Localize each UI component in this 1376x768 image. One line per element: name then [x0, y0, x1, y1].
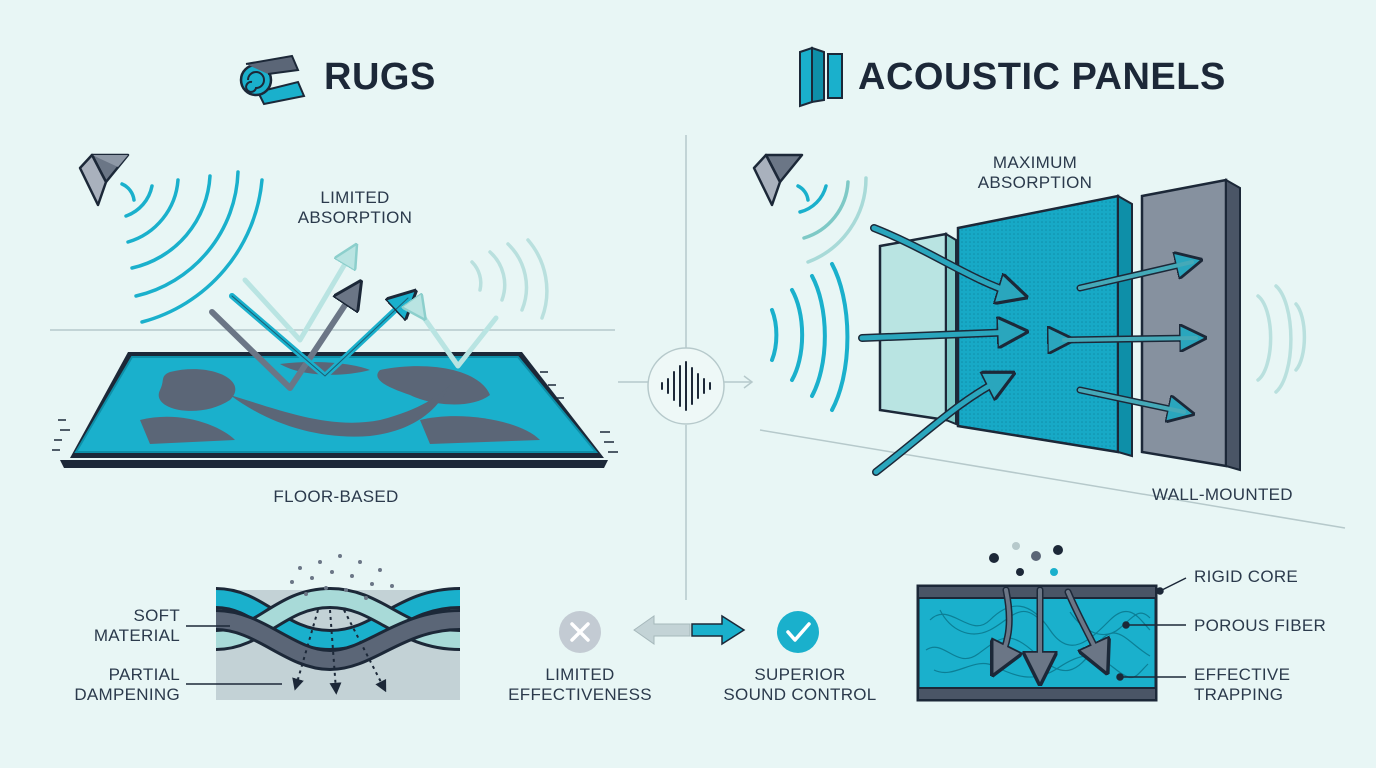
limited-absorption-label: LIMITED ABSORPTION — [280, 188, 430, 228]
absorption-arrows — [858, 224, 1196, 476]
effective-trapping-line1: EFFECTIVE — [1194, 665, 1291, 684]
sound-waves-right — [770, 176, 1307, 412]
rigid-core-label: RIGID CORE — [1194, 567, 1299, 586]
panel-cross-section — [916, 542, 1187, 702]
rug-weave-detail — [186, 554, 461, 700]
reflection-arrows — [209, 252, 499, 391]
superior-sound-control-label: SUPERIOR SOUND CONTROL — [710, 665, 890, 705]
sound-wave-icon — [647, 347, 725, 425]
maximum-absorption-line1: MAXIMUM — [992, 153, 1078, 172]
maximum-absorption-line2: ABSORPTION — [977, 173, 1093, 192]
limited-absorption-line2: ABSORPTION — [297, 208, 413, 227]
comparison-arrow — [633, 614, 746, 646]
maximum-absorption-label: MAXIMUM ABSORPTION — [960, 153, 1110, 193]
rug — [52, 352, 618, 468]
acoustic-panels-title: ACOUSTIC PANELS — [858, 56, 1226, 98]
limited-effectiveness-line1: LIMITED — [545, 665, 615, 684]
effective-trapping-label: EFFECTIVE TRAPPING — [1194, 665, 1290, 705]
center-divider — [50, 135, 1346, 600]
soft-material-label: SOFT MATERIAL — [60, 606, 180, 646]
speaker-icon — [78, 153, 130, 207]
limited-effectiveness-label: LIMITED EFFECTIVENESS — [490, 665, 670, 705]
partial-dampening-label: PARTIAL DAMPENING — [40, 665, 180, 705]
x-icon — [559, 611, 601, 653]
porous-fiber-label: POROUS FIBER — [1194, 616, 1327, 635]
check-icon — [777, 611, 819, 653]
acoustic-panel-icon — [799, 46, 843, 108]
limited-absorption-line1: LIMITED — [320, 188, 390, 207]
partial-dampening-line2: DAMPENING — [74, 685, 180, 704]
soft-material-line1: SOFT — [133, 606, 180, 625]
effective-trapping-line2: TRAPPING — [1194, 685, 1284, 704]
limited-effectiveness-line2: EFFECTIVENESS — [508, 685, 652, 704]
sound-waves-left — [120, 170, 549, 324]
speaker-icon — [752, 153, 804, 207]
partial-dampening-line1: PARTIAL — [108, 665, 180, 684]
superior-sound-control-line2: SOUND CONTROL — [723, 685, 877, 704]
rugs-title: RUGS — [324, 56, 436, 98]
rug-roll-icon — [239, 54, 306, 106]
floor-based-label: FLOOR-BASED — [273, 487, 399, 506]
soft-material-line2: MATERIAL — [93, 626, 180, 645]
wall-mounted-label: WALL-MOUNTED — [1152, 485, 1293, 504]
superior-sound-control-line1: SUPERIOR — [754, 665, 846, 684]
